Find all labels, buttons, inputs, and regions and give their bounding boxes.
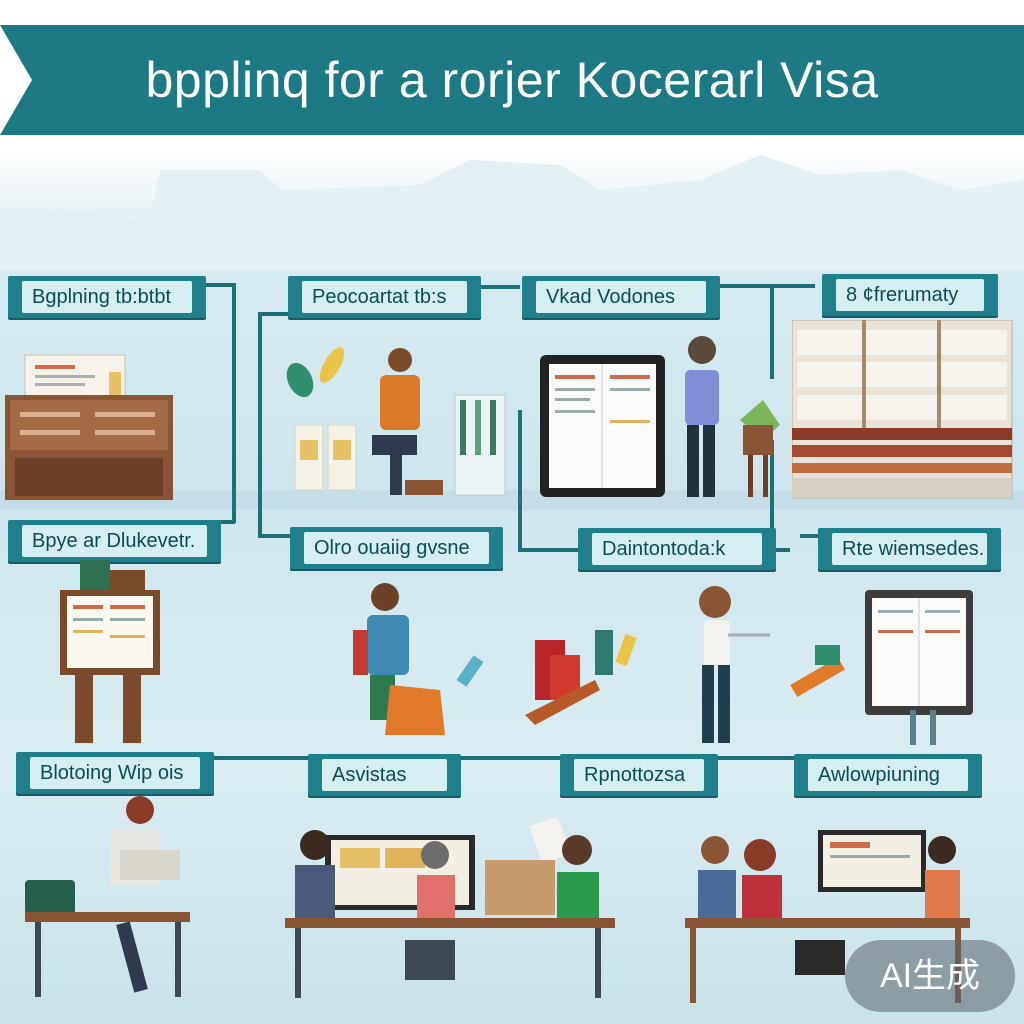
easel-board-illustration bbox=[60, 560, 160, 743]
step-label-text: Vkad Vodones bbox=[536, 281, 706, 313]
bookshelf-illustration bbox=[792, 320, 1013, 499]
title-banner: bpplinq for a rorjer Kocerarl Visa bbox=[0, 25, 1024, 135]
connector-line bbox=[770, 548, 790, 552]
step-label-8: Rte wiemsedes. bbox=[818, 528, 1001, 570]
step-label-text: Peocoartat tb:s bbox=[302, 281, 467, 313]
connector-line bbox=[480, 285, 520, 289]
step-label-text: Bpye ar Dlukevetr. bbox=[22, 525, 207, 557]
step-label-4: 8 ¢frerumaty bbox=[822, 274, 998, 316]
step-label-text: Rpnottozsa bbox=[574, 759, 704, 791]
connector-line bbox=[195, 283, 235, 287]
person-with-objects-illustration bbox=[353, 583, 637, 735]
people-at-desk-illustration-1 bbox=[25, 796, 190, 997]
tablet-and-person-illustration bbox=[540, 336, 780, 497]
people-at-computers-illustration bbox=[285, 816, 615, 998]
step-label-text: Olro ouaiig gvsne bbox=[304, 532, 489, 564]
framed-document-illustration bbox=[790, 590, 973, 745]
standing-woman-illustration bbox=[699, 586, 770, 743]
step-label-text: Rte wiemsedes. bbox=[832, 533, 987, 565]
step-label-6: Olro ouaiig gvsne bbox=[290, 527, 503, 569]
connector-line bbox=[258, 534, 290, 538]
step-label-12: Awlowpiuning bbox=[794, 754, 982, 796]
page-title: bpplinq for a rorjer Kocerarl Visa bbox=[145, 52, 879, 108]
connector-line bbox=[518, 548, 578, 552]
connector-line bbox=[232, 283, 236, 523]
step-label-text: Asvistas bbox=[322, 759, 447, 791]
connector-line bbox=[770, 440, 774, 550]
step-label-10: Asvistas bbox=[308, 754, 461, 796]
connector-line bbox=[518, 410, 522, 550]
connector-line bbox=[258, 312, 288, 316]
step-label-text: 8 ¢frerumaty bbox=[836, 279, 984, 311]
person-working-plants-illustration bbox=[286, 347, 506, 496]
ai-generated-badge: AI生成 bbox=[845, 940, 1015, 1012]
connector-line bbox=[770, 284, 774, 379]
step-label-7: Daintontoda:k bbox=[578, 528, 776, 570]
step-label-text: Bgplning tb:btbt bbox=[22, 281, 192, 313]
connector-line bbox=[800, 534, 830, 538]
desk-with-document-illustration bbox=[5, 354, 173, 500]
step-label-1: Bgplning tb:btbt bbox=[8, 276, 206, 318]
step-label-11: Rpnottozsa bbox=[560, 754, 718, 796]
step-label-3: Vkad Vodones bbox=[522, 276, 720, 318]
connector-line bbox=[715, 284, 815, 288]
step-label-5: Bpye ar Dlukevetr. bbox=[8, 520, 221, 562]
banner-notch bbox=[0, 25, 32, 135]
connector-line bbox=[258, 312, 262, 537]
step-label-2: Peocoartat tb:s bbox=[288, 276, 481, 318]
step-label-text: Daintontoda:k bbox=[592, 533, 762, 565]
step-label-text: Awlowpiuning bbox=[808, 759, 968, 791]
step-label-text: Blotoing Wip ois bbox=[30, 757, 200, 789]
connector-line bbox=[205, 756, 805, 760]
step-label-9: Blotoing Wip ois bbox=[16, 752, 214, 794]
